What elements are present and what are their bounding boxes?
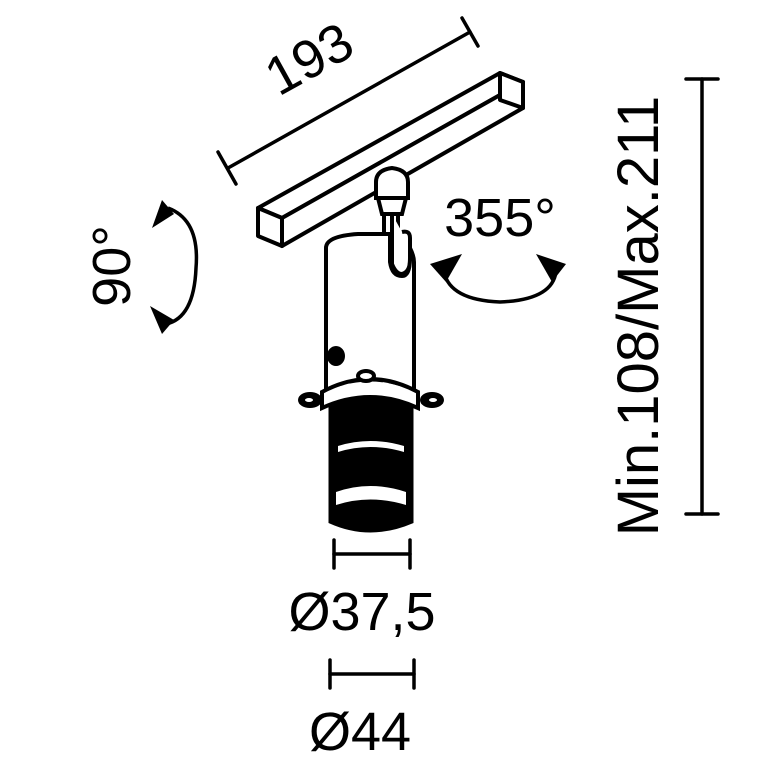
wing-screw-right bbox=[420, 392, 444, 408]
lamp-body bbox=[324, 232, 416, 402]
tilt-arrowhead-bottom-icon bbox=[150, 306, 174, 334]
head-diameter-dimension bbox=[328, 658, 416, 690]
dimension-line bbox=[226, 30, 472, 170]
tilt-arc-icon bbox=[165, 206, 199, 326]
lens-head bbox=[328, 398, 414, 533]
dimension-tick-right bbox=[460, 16, 480, 48]
lens-band-upper bbox=[338, 441, 404, 452]
height-dimension bbox=[684, 77, 720, 516]
body-diameter-label: Ø37,5 bbox=[288, 582, 435, 642]
lens-band-lower bbox=[336, 486, 406, 505]
height-label: Min.108/Max.211 bbox=[606, 96, 671, 537]
head-diameter-label: Ø44 bbox=[309, 702, 411, 762]
track-length-label: 193 bbox=[255, 11, 363, 107]
tilt-angle-label: 90° bbox=[82, 225, 142, 307]
body-diameter-dimension bbox=[332, 538, 412, 570]
adjustment-knob bbox=[327, 346, 345, 366]
swivel-arc-icon bbox=[442, 271, 558, 304]
yoke-arm bbox=[390, 214, 412, 277]
adapter-cap bbox=[374, 165, 410, 200]
tilt-arrowhead-top-icon bbox=[152, 200, 174, 228]
swivel-rotation-indicator bbox=[430, 254, 566, 304]
wing-screw-left bbox=[298, 392, 322, 408]
dimension-tick-left bbox=[216, 150, 238, 186]
collar-ring bbox=[298, 369, 444, 412]
track-rail bbox=[256, 71, 525, 248]
collar-top-tab bbox=[356, 369, 376, 383]
adapter-neck bbox=[375, 196, 409, 216]
body-cylinder bbox=[324, 232, 416, 402]
lens-bottom bbox=[333, 510, 409, 530]
track-adapter bbox=[374, 165, 412, 277]
swivel-arrowhead-right-icon bbox=[536, 254, 566, 282]
track-length-dimension bbox=[216, 16, 480, 186]
tilt-rotation-indicator bbox=[150, 200, 199, 334]
swivel-angle-label: 355° bbox=[444, 188, 556, 248]
track-end-face bbox=[498, 71, 525, 110]
swivel-arrowhead-left-icon bbox=[430, 254, 462, 282]
